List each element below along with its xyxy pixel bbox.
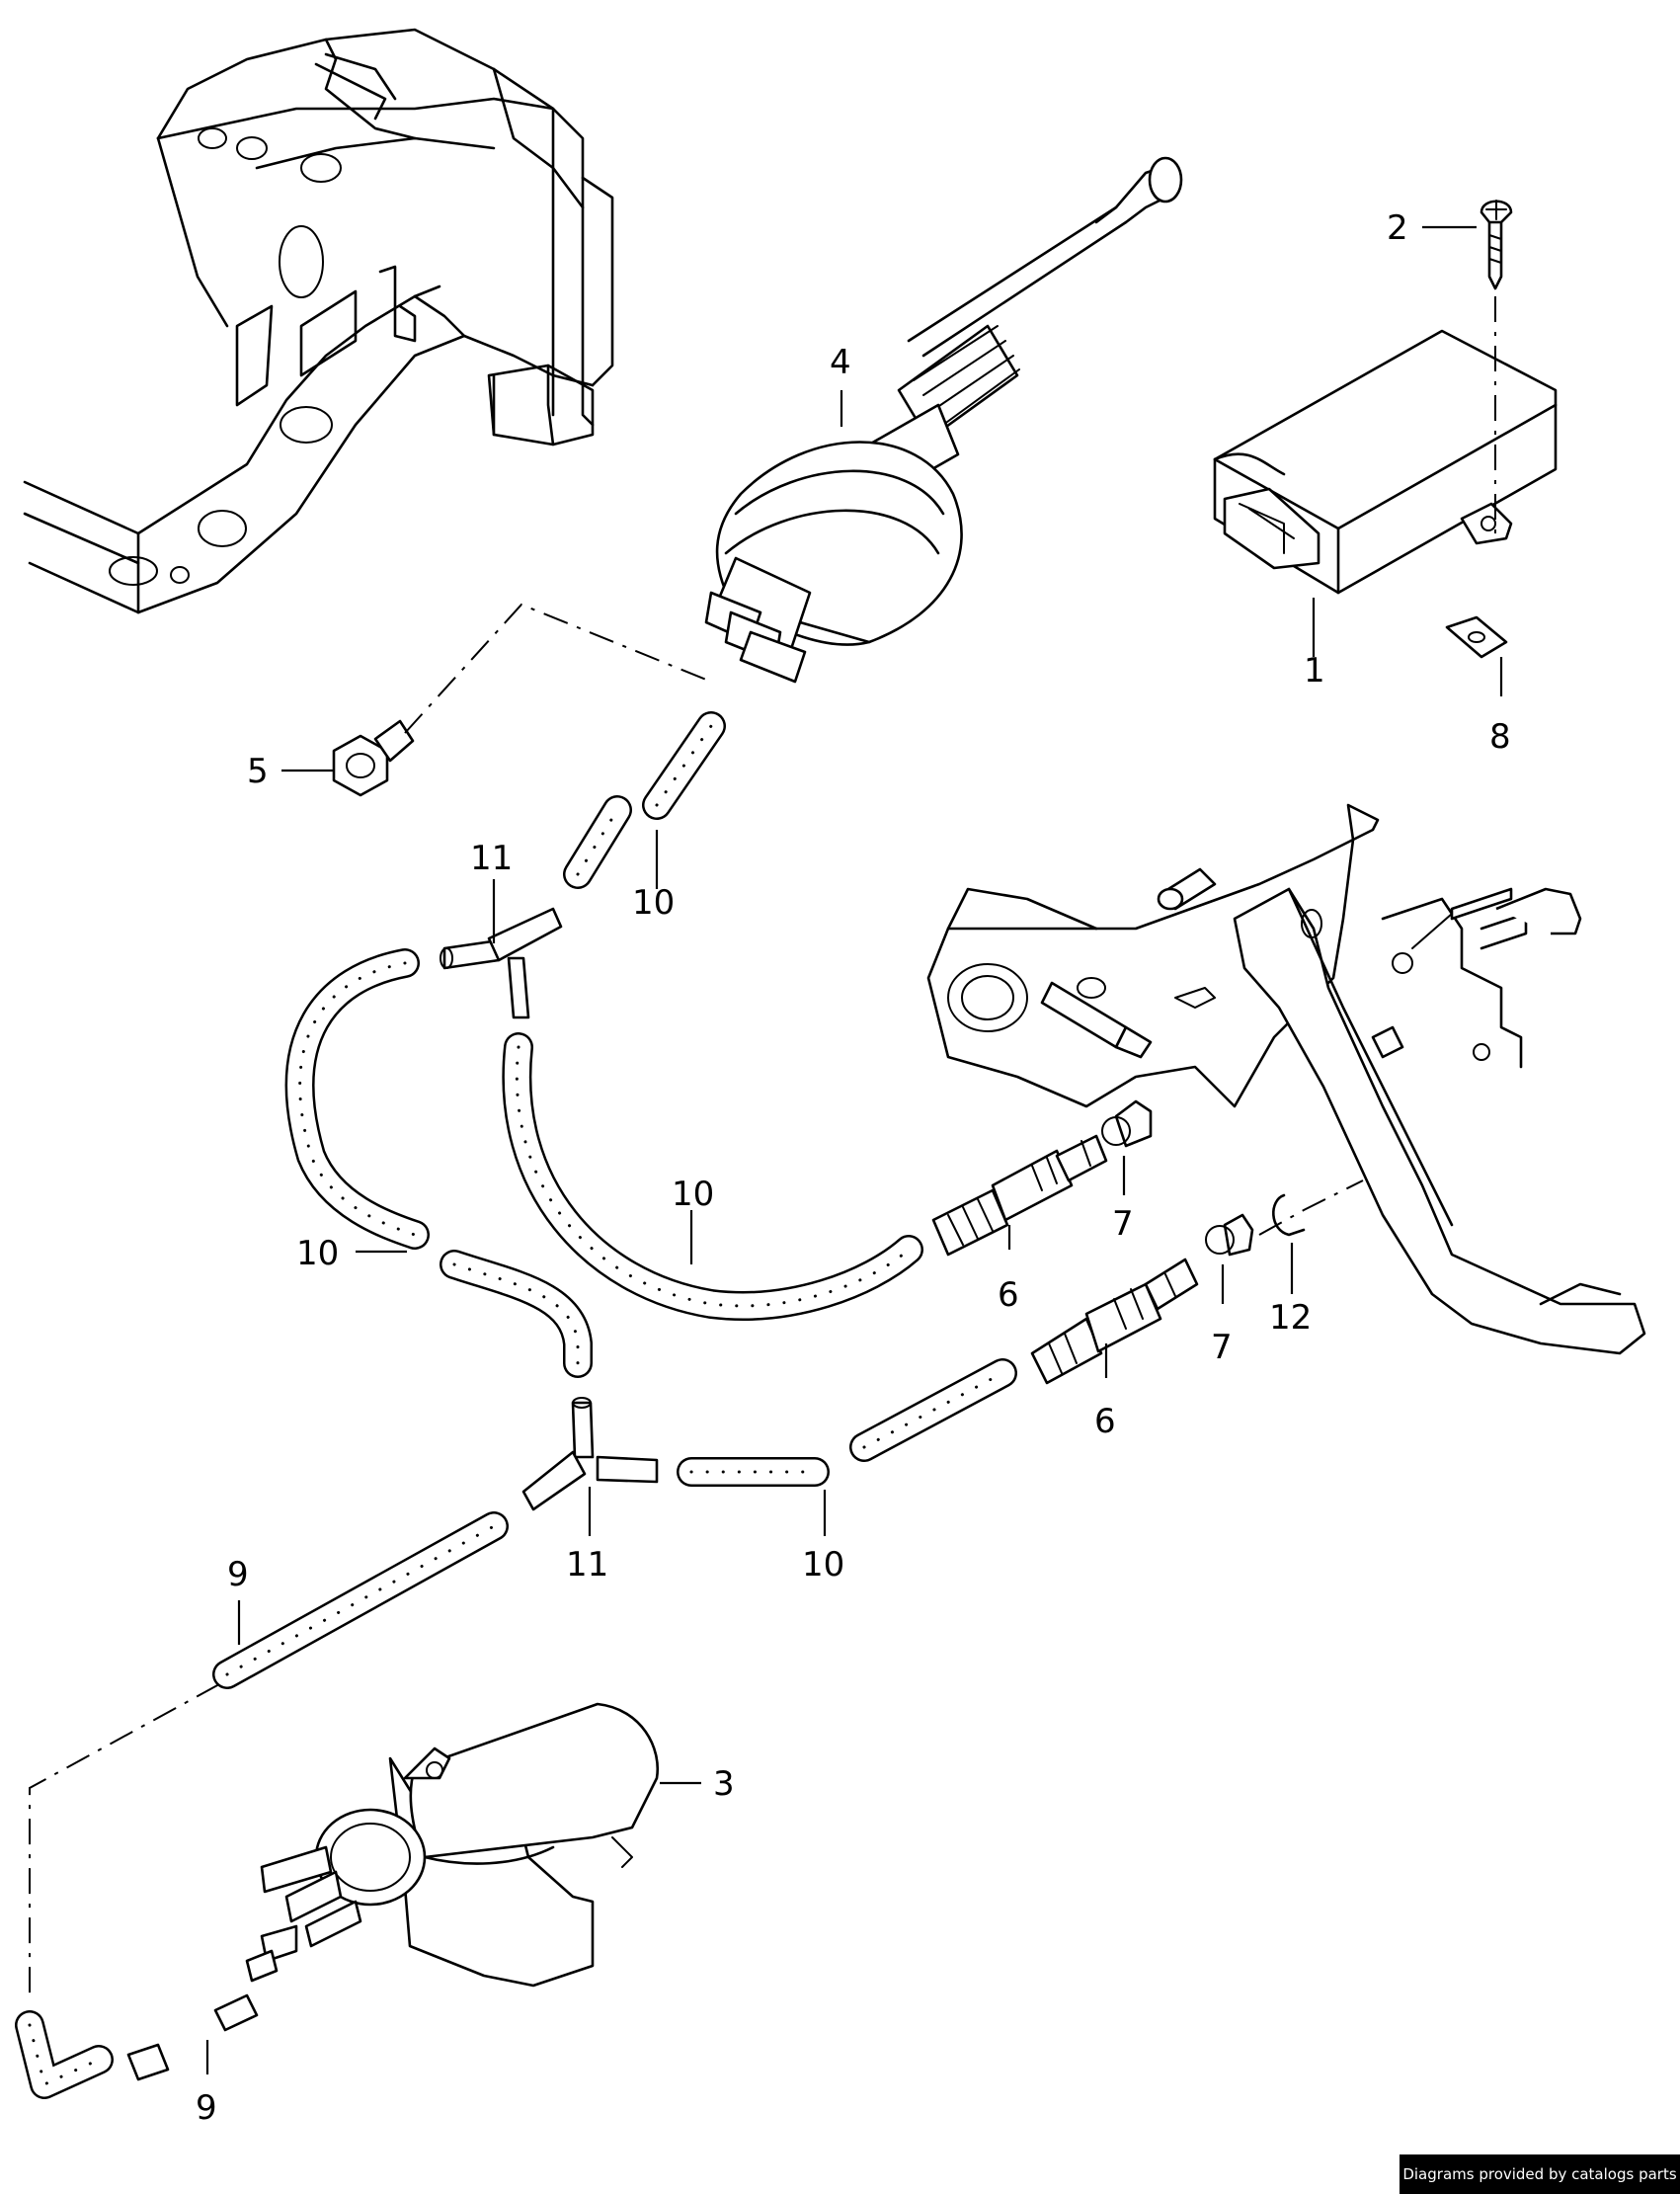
callout-10-left: 10	[296, 1234, 339, 1273]
callout-11-lower: 11	[566, 1545, 608, 1585]
callout-2: 2	[1387, 208, 1408, 248]
vacuum-cylinder	[704, 156, 1183, 684]
hose-10-top	[563, 711, 726, 889]
pedal-bracket	[926, 803, 1646, 1355]
hose-10-middle	[502, 1032, 923, 1321]
body-panel	[23, 28, 614, 614]
t-connector-lower	[521, 1397, 659, 1511]
footer-credit: Diagrams provided by catalogs parts	[1400, 2154, 1680, 2194]
valve-upper	[931, 1134, 1108, 1257]
vacuum-unit	[29, 1683, 660, 1995]
hose-10-s-bend	[440, 1250, 593, 1378]
leader-lines	[205, 225, 1503, 2074]
callout-7-lower: 7	[1211, 1328, 1233, 1367]
fitting-7-lower	[1205, 1213, 1254, 1257]
callout-11-upper: 11	[470, 839, 513, 878]
hose-segments	[15, 711, 1017, 2099]
callout-9-upper: 9	[227, 1555, 249, 1594]
callout-3: 3	[713, 1764, 735, 1804]
callout-6-upper: 6	[998, 1275, 1019, 1315]
control-unit	[1213, 200, 1558, 659]
callout-7-upper: 7	[1112, 1204, 1134, 1244]
valve-lower	[1030, 1258, 1199, 1385]
callout-8: 8	[1489, 717, 1511, 757]
callout-9-lower: 9	[196, 2088, 217, 2128]
clip-12	[1272, 1193, 1306, 1237]
bolt	[332, 603, 712, 797]
hose-10-left	[284, 948, 430, 1250]
callout-10-top: 10	[632, 883, 675, 923]
t-connector-upper	[440, 907, 563, 1019]
assembly-axis-line	[1258, 1179, 1364, 1236]
fitting-7-upper	[1101, 1099, 1153, 1148]
small-connector-lower	[126, 1993, 259, 2081]
hose-10-lower	[677, 1358, 1017, 1487]
callout-1: 1	[1304, 651, 1325, 691]
callout-4: 4	[830, 343, 851, 382]
hose-9-upper	[212, 1511, 509, 1689]
callout-12: 12	[1269, 1298, 1312, 1338]
callout-5: 5	[247, 752, 269, 791]
hose-9-lower	[15, 2010, 114, 2099]
callout-10-lower: 10	[802, 1545, 844, 1585]
callout-6-lower: 6	[1094, 1402, 1116, 1441]
callout-10-middle: 10	[672, 1175, 714, 1214]
callouts: 1 2 3 4 5 6 6 7 7 8 9 9 10 10 10 10 11 1…	[196, 208, 1511, 2128]
